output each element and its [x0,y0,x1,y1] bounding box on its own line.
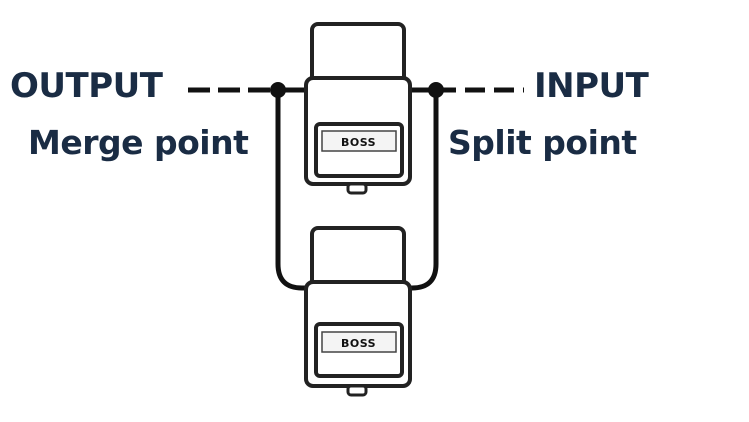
pedal-brand-logo: BOSS [341,136,376,149]
pedal-brand-logo: BOSS [341,337,376,350]
effect-pedal-icon: BOSS [304,226,412,397]
merge-point-label: Merge point [28,123,249,162]
merge-node-icon [270,82,286,98]
split-node-icon [428,82,444,98]
effect-pedal-icon: BOSS [304,22,412,195]
output-label: OUTPUT [10,66,163,106]
input-label: INPUT [534,66,649,106]
split-point-label: Split point [448,123,637,162]
